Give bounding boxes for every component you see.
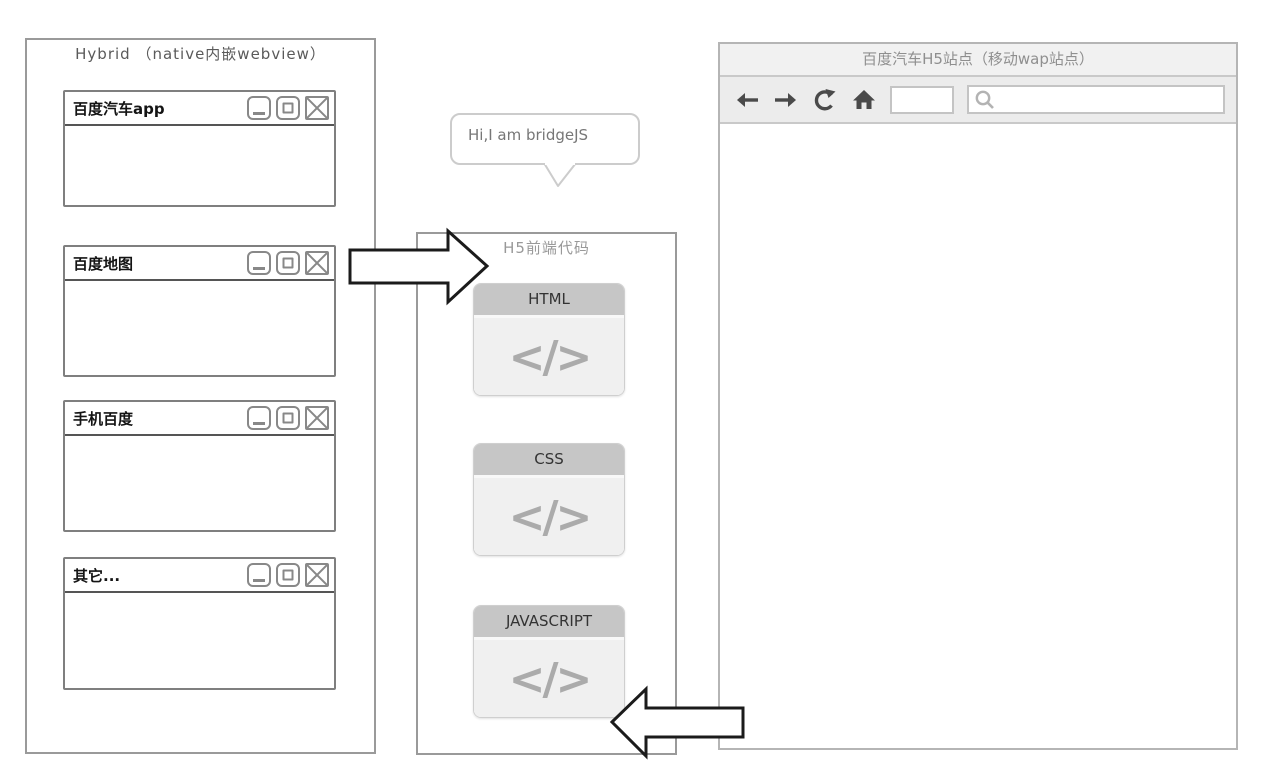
search-icon [975,90,994,109]
window-titlebar: 百度地图 [65,247,334,281]
code-block-label: CSS [474,444,624,475]
close-icon [306,252,328,274]
h5-panel-title: H5前端代码 [503,239,590,257]
browser-panel: 百度汽车H5站点（移动wap站点） [718,42,1238,750]
maximize-icon [282,257,294,269]
window-controls [247,406,329,430]
browser-title: 百度汽车H5站点（移动wap站点） [720,44,1236,77]
window-title: 百度地图 [73,254,134,273]
search-box [967,85,1225,114]
code-block-label: HTML [474,284,624,315]
browser-toolbar [720,77,1236,124]
browser-content [720,124,1236,748]
window-titlebar: 手机百度 [65,402,334,436]
window-body [65,281,334,375]
home-button[interactable] [851,87,877,113]
code-tag-icon: </> [508,492,593,543]
forward-arrow-icon [775,92,796,107]
close-button[interactable] [305,251,329,275]
home-icon [853,89,875,109]
forward-button[interactable] [773,87,799,113]
maximize-icon [282,412,294,424]
minimize-icon [253,112,265,115]
maximize-icon [282,102,294,114]
speech-bubble-tail [543,163,577,187]
refresh-button[interactable] [812,87,838,113]
code-block-html: HTML </> [473,283,625,396]
back-arrow-icon [737,92,758,107]
minimize-button[interactable] [247,406,271,430]
minimize-icon [253,267,265,270]
window-titlebar: 百度汽车app [65,92,334,126]
minimize-button[interactable] [247,563,271,587]
speech-bubble: Hi,I am bridgeJS [450,113,640,165]
code-block-body: </> [474,315,624,395]
code-block-body: </> [474,637,624,717]
close-icon [306,564,328,586]
close-button[interactable] [305,563,329,587]
close-icon [306,97,328,119]
window-body [65,436,334,530]
maximize-button[interactable] [276,563,300,587]
minimize-icon [253,579,265,582]
close-button[interactable] [305,96,329,120]
window-body [65,593,334,688]
window-title: 其它... [73,566,121,585]
address-input[interactable] [890,85,954,114]
code-block-javascript: JAVASCRIPT </> [473,605,625,718]
window-title: 手机百度 [73,409,134,428]
h5-code-panel: H5前端代码 HTML </> CSS </> JAVASCRIPT </> [416,232,677,755]
code-block-label: JAVASCRIPT [474,606,624,637]
search-input[interactable] [997,87,1223,112]
close-button[interactable] [305,406,329,430]
maximize-button[interactable] [276,406,300,430]
code-tag-icon: </> [508,332,593,383]
close-icon [306,407,328,429]
app-window-others: 其它... [63,557,336,690]
code-block-body: </> [474,475,624,555]
app-window-mobile-baidu: 手机百度 [63,400,336,532]
minimize-button[interactable] [247,251,271,275]
minimize-icon [253,422,265,425]
back-button[interactable] [734,87,760,113]
code-tag-icon: </> [508,654,593,705]
app-window-baidu-car: 百度汽车app [63,90,336,207]
maximize-button[interactable] [276,251,300,275]
window-body [65,126,334,205]
window-controls [247,96,329,120]
window-title: 百度汽车app [73,99,165,118]
app-window-baidu-map: 百度地图 [63,245,336,377]
window-controls [247,251,329,275]
window-controls [247,563,329,587]
hybrid-panel-title: Hybrid （native内嵌webview） [75,45,326,63]
hybrid-panel: Hybrid （native内嵌webview） 百度汽车app 百度地图 [25,38,376,754]
maximize-icon [282,569,294,581]
minimize-button[interactable] [247,96,271,120]
maximize-button[interactable] [276,96,300,120]
speech-bubble-text: Hi,I am bridgeJS [468,126,589,144]
refresh-icon [814,88,836,110]
code-block-css: CSS </> [473,443,625,556]
window-titlebar: 其它... [65,559,334,593]
